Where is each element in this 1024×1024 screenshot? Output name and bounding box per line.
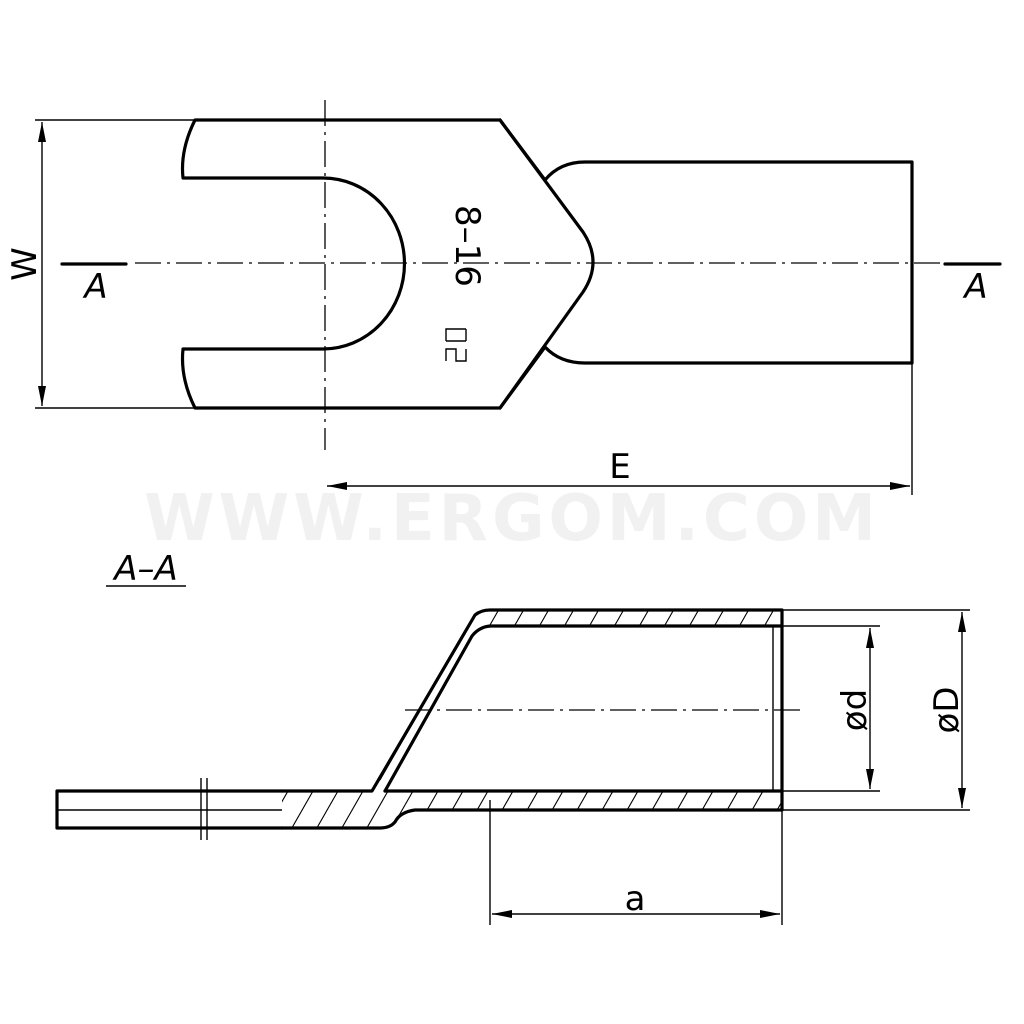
section-view: A–A xyxy=(55,549,970,925)
D-label: øD xyxy=(927,687,967,734)
lug-outline xyxy=(180,118,914,410)
a-label: a xyxy=(625,879,646,919)
barrel-outer-outline xyxy=(280,608,784,830)
section-title: A–A xyxy=(112,549,178,589)
top-view: A A W E 8–16 xyxy=(5,100,1002,495)
neck-contour xyxy=(498,118,595,410)
barrel-inner-outline xyxy=(383,624,784,793)
w-label: W xyxy=(5,247,45,281)
size-marking: 8–16 xyxy=(447,205,487,287)
d-label: ød xyxy=(835,689,875,731)
section-label-left: A xyxy=(82,267,107,307)
watermark-text: WWW.ERGOM.COM xyxy=(144,482,880,556)
section-label-right: A xyxy=(962,267,987,307)
e-label: E xyxy=(609,447,630,487)
manufacturer-logo xyxy=(445,328,467,362)
